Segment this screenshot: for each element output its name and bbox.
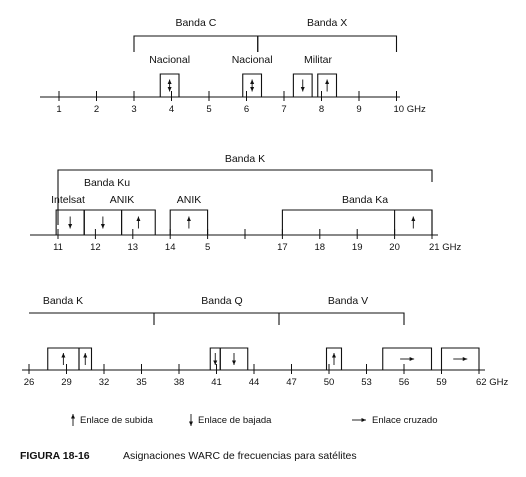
tick-label: 7 xyxy=(281,104,286,115)
tick-label: 13 xyxy=(128,242,139,253)
allocation-symbol-icon-head-right xyxy=(409,357,415,361)
band-label: Banda V xyxy=(328,295,368,307)
band-label: Banda Ku xyxy=(84,177,130,189)
tick-label: 5 xyxy=(205,242,210,253)
downlink-legend-icon xyxy=(189,414,193,426)
allocation-symbol-icon-head-down xyxy=(100,224,105,229)
tick-label: 47 xyxy=(286,377,297,388)
band-bracket xyxy=(133,35,259,52)
tick-label: 44 xyxy=(249,377,260,388)
uplink-legend-icon xyxy=(71,414,75,426)
allocation-box xyxy=(325,347,343,370)
tick-label: 4 xyxy=(169,104,174,115)
allocation-symbol-icon-head-up xyxy=(186,216,191,221)
allocation-box xyxy=(78,347,93,370)
allocation-label: Nacional xyxy=(149,54,190,66)
allocation-symbol-icon-head-up xyxy=(411,216,416,221)
legend-crosslink-label: Enlace cruzado xyxy=(372,415,437,426)
allocation-symbol-icon-head-up xyxy=(250,79,255,84)
allocation-label: Intelsat xyxy=(51,194,85,206)
allocation-box xyxy=(121,209,156,235)
tick-label: 18 xyxy=(315,242,326,253)
tick-label: 5 xyxy=(206,104,211,115)
crosslink-legend-icon xyxy=(352,418,366,422)
tick-label: 32 xyxy=(99,377,110,388)
legend-uplink-label: Enlace de subida xyxy=(80,415,154,426)
allocation-symbol-icon-head-up xyxy=(61,353,66,358)
allocation-symbol-icon-head-down xyxy=(232,360,236,365)
allocation-symbol-icon-head-down xyxy=(213,360,218,365)
figure-caption-text: Asignaciones WARC de frecuencias para sa… xyxy=(123,450,357,462)
band-bracket xyxy=(57,169,433,225)
allocation-symbol-icon-head-up xyxy=(332,353,336,358)
tick-label: 50 xyxy=(324,377,335,388)
tick-label: 8 xyxy=(319,104,324,115)
allocation-box xyxy=(382,347,433,370)
tick-label: 21 GHz xyxy=(429,242,461,253)
allocation-box xyxy=(292,73,313,97)
tick-label: 6 xyxy=(244,104,249,115)
allocation-label: Nacional xyxy=(232,54,273,66)
band-bracket xyxy=(29,312,155,325)
allocation-symbol-icon-head-up xyxy=(325,79,330,84)
tick-label: 19 xyxy=(352,242,363,253)
allocation-symbol-icon-head-up xyxy=(83,353,88,358)
band-bracket xyxy=(279,312,405,325)
band-label: Banda K xyxy=(225,153,265,165)
allocation-box xyxy=(394,209,433,235)
tick-label: 20 xyxy=(389,242,400,253)
allocation-symbol-icon-head-down xyxy=(167,87,172,92)
allocation-symbol-icon-head-right xyxy=(462,357,468,361)
band-label: Banda Q xyxy=(201,295,242,307)
tick-label: 3 xyxy=(131,104,136,115)
tick-label: 14 xyxy=(165,242,176,253)
allocation-symbol-icon-head-up xyxy=(136,216,141,221)
tick-label: 26 xyxy=(24,377,35,388)
allocation-label: ANIK xyxy=(110,194,135,206)
legend-downlink-label: Enlace de bajada xyxy=(198,415,272,426)
allocation-symbol-icon-head-up xyxy=(167,79,172,84)
tick-label: 62 GHz xyxy=(476,377,508,388)
allocation-symbol-icon-head-down xyxy=(250,87,255,92)
legend: Enlace de subida Enlace de bajada Enlace… xyxy=(71,414,437,426)
tick-label: 1 xyxy=(56,104,61,115)
band-bracket xyxy=(154,312,280,325)
tick-label: 29 xyxy=(61,377,72,388)
tick-label: 35 xyxy=(136,377,147,388)
allocation-box xyxy=(159,73,180,97)
panel-k-ku-ka-bands: 11 12 13 14 5 17 18 19 20 21 GHz Banda K Banda Ku Ba… xyxy=(30,153,461,253)
allocation-box xyxy=(219,347,249,370)
allocation-label: ANIK xyxy=(177,194,202,206)
allocation-symbol-icon-head-down xyxy=(300,87,305,92)
allocation-box xyxy=(440,347,480,370)
tick-label: 38 xyxy=(174,377,185,388)
band-label: Banda Ka xyxy=(342,194,388,206)
band-label: Banda X xyxy=(307,17,347,29)
panel-c-x-bands: 1 2 3 4 5 6 7 8 9 10 GHz Banda C Banda X Nacional Nac… xyxy=(40,17,426,115)
tick-label: 41 xyxy=(211,377,222,388)
allocation-box xyxy=(242,73,263,97)
allocation-box xyxy=(317,73,338,97)
tick-label: 56 xyxy=(399,377,410,388)
figure-caption: FIGURA 18-16 Asignaciones WARC de frecue… xyxy=(20,450,357,462)
panel-k-q-v-bands: 26 29 32 35 38 41 44 47 50 53 56 59 62 GHz Banda K Ban… xyxy=(22,295,508,388)
allocation-box xyxy=(169,209,209,235)
tick-label: 53 xyxy=(361,377,372,388)
figure-number: FIGURA 18-16 xyxy=(20,450,90,462)
band-label: Banda K xyxy=(43,295,83,307)
allocation-label: Militar xyxy=(304,54,333,66)
allocation-symbol-icon-head-down xyxy=(68,224,73,229)
tick-label: 12 xyxy=(90,242,101,253)
tick-label: 2 xyxy=(94,104,99,115)
band-bracket xyxy=(257,35,398,52)
tick-label: 10 GHz xyxy=(394,104,426,115)
tick-label: 17 xyxy=(277,242,288,253)
tick-label: 9 xyxy=(356,104,361,115)
tick-label: 11 xyxy=(53,242,63,253)
band-label: Banda C xyxy=(175,17,216,29)
tick-label: 59 xyxy=(436,377,447,388)
